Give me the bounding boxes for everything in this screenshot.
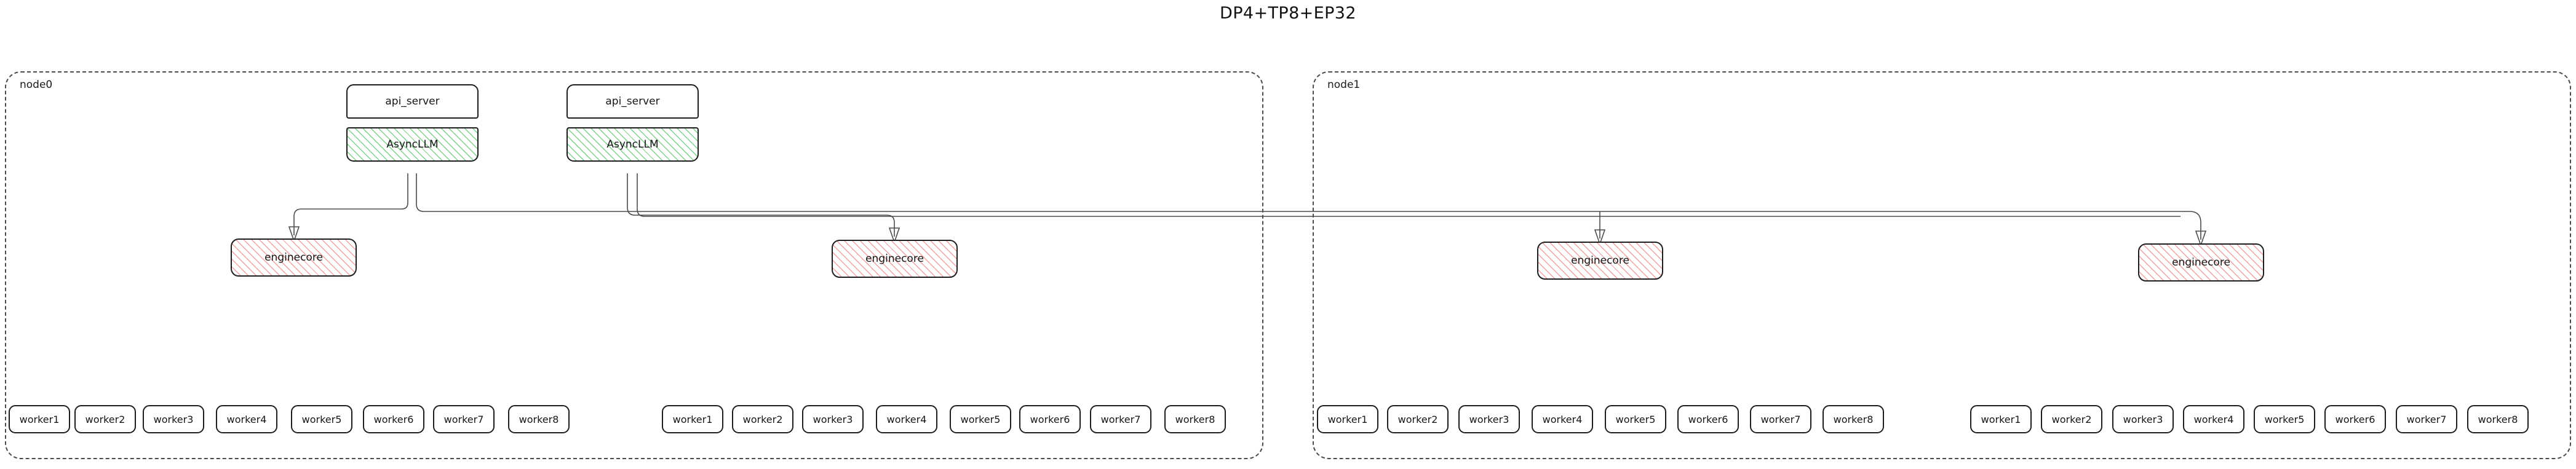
worker-box[interactable]: worker8 — [508, 405, 570, 433]
worker-label: worker8 — [519, 413, 559, 425]
worker-box[interactable]: worker4 — [876, 405, 937, 433]
worker-label: worker2 — [2051, 413, 2092, 425]
api-server-box[interactable]: api_server — [566, 84, 699, 119]
node-label-node1: node1 — [1327, 79, 1361, 91]
worker-label: worker5 — [301, 413, 342, 425]
worker-box[interactable]: worker4 — [1532, 405, 1593, 433]
worker-box[interactable]: worker3 — [802, 405, 864, 433]
worker-box[interactable]: worker3 — [2112, 405, 2174, 433]
worker-label: worker8 — [2478, 413, 2518, 425]
worker-label: worker5 — [1615, 413, 1656, 425]
worker-label: worker2 — [1397, 413, 1438, 425]
worker-label: worker6 — [1030, 413, 1070, 425]
worker-label: worker1 — [1327, 413, 1368, 425]
worker-label: worker7 — [1100, 413, 1141, 425]
enginecore-box[interactable]: enginecore — [2138, 243, 2264, 282]
worker-box[interactable]: worker5 — [1605, 405, 1666, 433]
worker-box[interactable]: worker8 — [2467, 405, 2529, 433]
worker-box[interactable]: worker7 — [2396, 405, 2457, 433]
asyncllm-label: AsyncLLM — [606, 138, 659, 151]
worker-label: worker4 — [226, 413, 267, 425]
worker-label: worker6 — [373, 413, 414, 425]
worker-box[interactable]: worker6 — [363, 405, 424, 433]
worker-box[interactable]: worker5 — [2254, 405, 2315, 433]
worker-box[interactable]: worker3 — [143, 405, 204, 433]
worker-label: worker5 — [960, 413, 1001, 425]
worker-box[interactable]: worker3 — [1458, 405, 1520, 433]
enginecore-label: enginecore — [865, 252, 924, 265]
worker-box[interactable]: worker1 — [662, 405, 723, 433]
page-title: DP4+TP8+EP32 — [1220, 4, 1356, 23]
asyncllm-label: AsyncLLM — [386, 138, 439, 151]
worker-box[interactable]: worker2 — [2041, 405, 2102, 433]
worker-box[interactable]: worker1 — [9, 405, 70, 433]
worker-label: worker7 — [443, 413, 484, 425]
worker-label: worker3 — [1469, 413, 1509, 425]
worker-box[interactable]: worker6 — [1677, 405, 1739, 433]
worker-box[interactable]: worker6 — [2324, 405, 2386, 433]
worker-label: worker7 — [1760, 413, 1801, 425]
worker-box[interactable]: worker2 — [732, 405, 793, 433]
worker-label: worker4 — [1542, 413, 1583, 425]
enginecore-box[interactable]: enginecore — [1537, 242, 1663, 280]
enginecore-label: enginecore — [2172, 256, 2230, 269]
worker-box[interactable]: worker1 — [1317, 405, 1378, 433]
api-server-label: api_server — [605, 95, 660, 108]
worker-label: worker6 — [1688, 413, 1728, 425]
asyncllm-box[interactable]: AsyncLLM — [566, 127, 699, 162]
worker-box[interactable]: worker2 — [1387, 405, 1449, 433]
worker-box[interactable]: worker5 — [291, 405, 352, 433]
worker-box[interactable]: worker5 — [950, 405, 1011, 433]
worker-label: worker3 — [153, 413, 194, 425]
asyncllm-box[interactable]: AsyncLLM — [346, 127, 479, 162]
node-cluster-node0: node0 — [5, 71, 1263, 459]
worker-label: worker1 — [1981, 413, 2021, 425]
worker-box[interactable]: worker8 — [1823, 405, 1884, 433]
worker-label: worker4 — [2193, 413, 2234, 425]
worker-box[interactable]: worker4 — [216, 405, 277, 433]
worker-label: worker7 — [2406, 413, 2447, 425]
worker-label: worker3 — [2123, 413, 2163, 425]
worker-label: worker3 — [813, 413, 853, 425]
node-cluster-node1: node1 — [1313, 71, 2571, 459]
enginecore-box[interactable]: enginecore — [832, 240, 958, 278]
worker-label: worker8 — [1175, 413, 1215, 425]
worker-label: worker4 — [886, 413, 927, 425]
enginecore-label: enginecore — [1571, 254, 1629, 267]
worker-box[interactable]: worker7 — [1750, 405, 1811, 433]
worker-box[interactable]: worker7 — [433, 405, 495, 433]
api-server-label: api_server — [385, 95, 440, 108]
worker-box[interactable]: worker1 — [1970, 405, 2032, 433]
worker-box[interactable]: worker6 — [1019, 405, 1081, 433]
worker-label: worker8 — [1833, 413, 1874, 425]
worker-label: worker2 — [742, 413, 783, 425]
worker-box[interactable]: worker7 — [1090, 405, 1151, 433]
api-server-box[interactable]: api_server — [346, 84, 479, 119]
node-label-node0: node0 — [20, 79, 53, 91]
worker-label: worker2 — [85, 413, 125, 425]
worker-label: worker6 — [2335, 413, 2375, 425]
worker-box[interactable]: worker2 — [74, 405, 136, 433]
worker-box[interactable]: worker8 — [1164, 405, 1226, 433]
worker-label: worker1 — [19, 413, 60, 425]
enginecore-label: enginecore — [264, 251, 323, 264]
worker-box[interactable]: worker4 — [2183, 405, 2244, 433]
enginecore-box[interactable]: enginecore — [231, 238, 357, 277]
worker-label: worker1 — [672, 413, 713, 425]
worker-label: worker5 — [2264, 413, 2305, 425]
